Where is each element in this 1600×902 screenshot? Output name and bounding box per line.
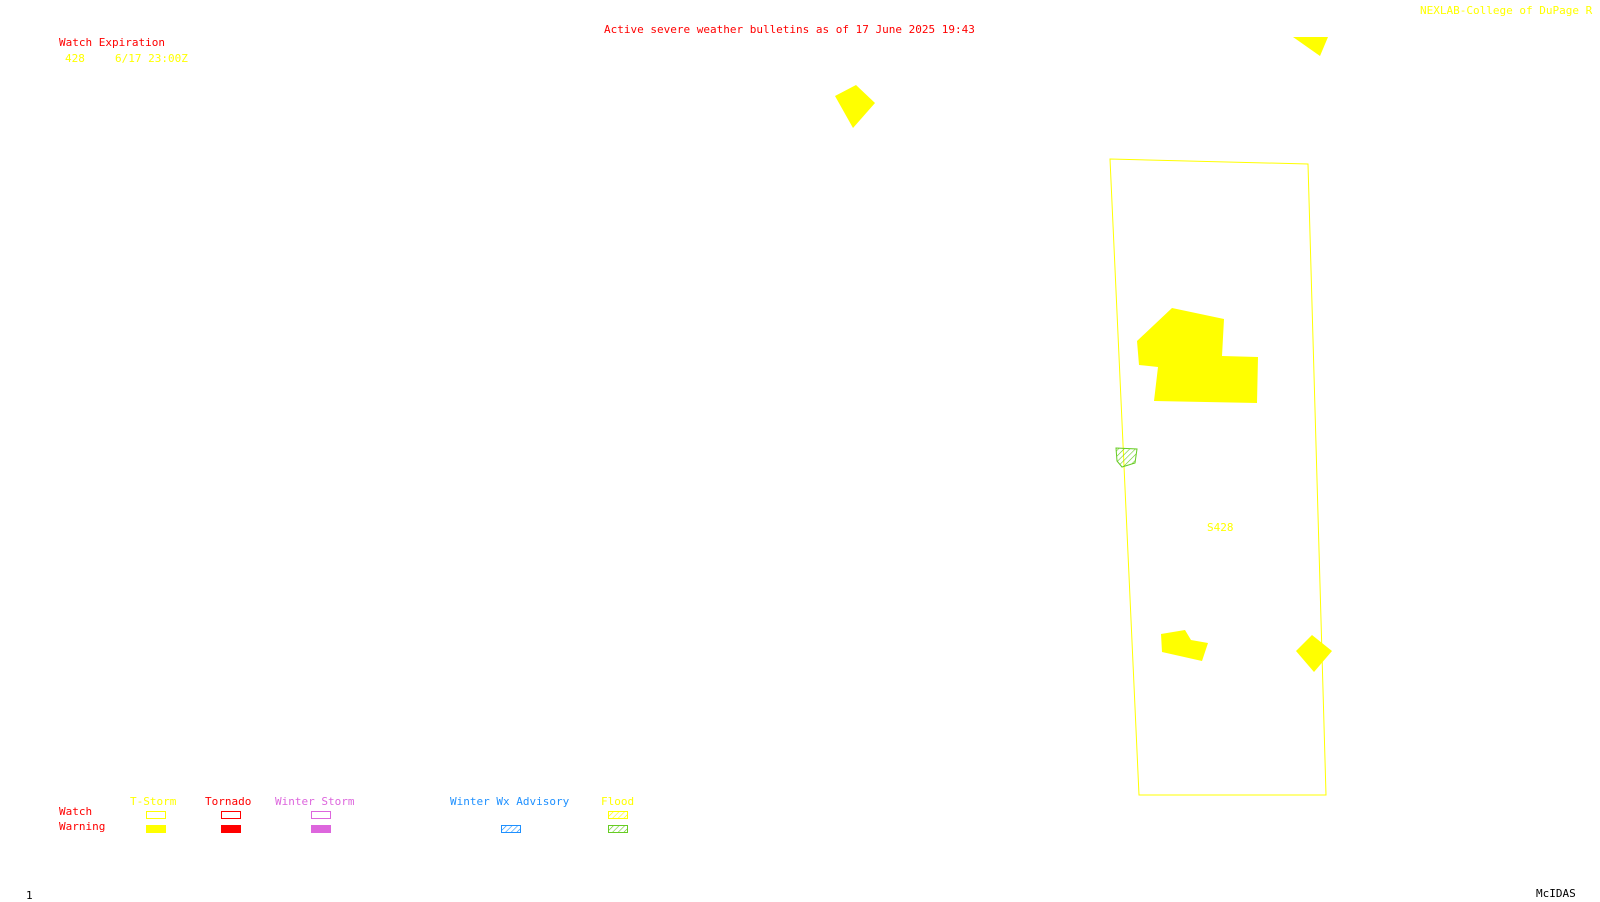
legend-winter-storm-warning-swatch <box>311 825 331 833</box>
frame-number: 1 <box>26 889 33 902</box>
legend-category-winter-storm: Winter Storm <box>275 795 355 808</box>
tstorm-warning-polygon <box>1161 630 1208 661</box>
legend-category-winter-advisory: Winter Wx Advisory <box>450 795 570 808</box>
software-label: McIDAS <box>1536 887 1576 900</box>
flood-warning-polygon <box>1115 447 1138 468</box>
tstorm-watch-outline <box>1109 158 1327 796</box>
watch-number: 428 <box>65 52 85 65</box>
legend-row-label-warning: Warning <box>59 820 106 833</box>
legend-tornado-warning-swatch <box>221 825 241 833</box>
legend-tstorm-watch-swatch <box>146 811 166 819</box>
legend-winter-storm-watch-swatch <box>311 811 331 819</box>
watch-map-label: S428 <box>1207 521 1234 534</box>
legend-tstorm-warning-swatch <box>146 825 166 833</box>
tstorm-warning-polygon <box>1293 37 1328 56</box>
legend-flood-warning-swatch <box>608 825 628 833</box>
legend-category-tstorm: T-Storm <box>130 795 177 808</box>
legend-category-flood: Flood <box>601 795 635 808</box>
legend-winter-advisory-warning-swatch <box>501 825 521 833</box>
source-credit: NEXLAB-College of DuPage R <box>1420 4 1593 17</box>
legend-row-label-watch: Watch <box>59 805 93 818</box>
tstorm-warning-polygon <box>1296 635 1332 672</box>
legend-tornado-watch-swatch <box>221 811 241 819</box>
tstorm-warning-polygon <box>1137 308 1258 403</box>
page-title: Active severe weather bulletins as of 17… <box>604 23 975 36</box>
watch-expiration-heading: Watch Expiration <box>59 36 165 49</box>
tstorm-warning-polygon <box>835 85 875 128</box>
watch-expiration-time: 6/17 23:00Z <box>115 52 188 65</box>
legend-category-tornado: Tornado <box>205 795 252 808</box>
legend-flood-watch-swatch <box>608 811 628 819</box>
